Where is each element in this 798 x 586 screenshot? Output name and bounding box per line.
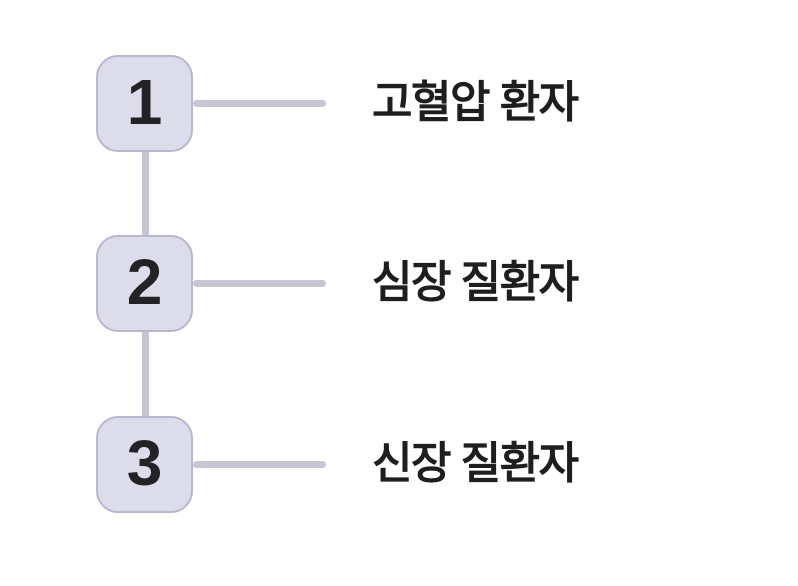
step-number: 3 (126, 426, 163, 499)
horizontal-connector-line (193, 100, 326, 107)
step-number: 1 (126, 65, 163, 138)
horizontal-connector-line (193, 280, 326, 287)
step-label: 신장 질환자 (372, 438, 579, 488)
step-row-3: 3 신장 질환자 (0, 416, 798, 513)
step-number-box-1: 1 (96, 55, 193, 152)
horizontal-connector-line (193, 461, 326, 468)
step-number: 2 (126, 245, 163, 318)
step-number-box-2: 2 (96, 235, 193, 332)
step-label: 고혈압 환자 (372, 77, 579, 127)
step-number-box-3: 3 (96, 416, 193, 513)
step-row-2: 2 심장 질환자 (0, 235, 798, 332)
step-row-1: 1 고혈압 환자 (0, 55, 798, 152)
step-label: 심장 질환자 (372, 257, 579, 307)
